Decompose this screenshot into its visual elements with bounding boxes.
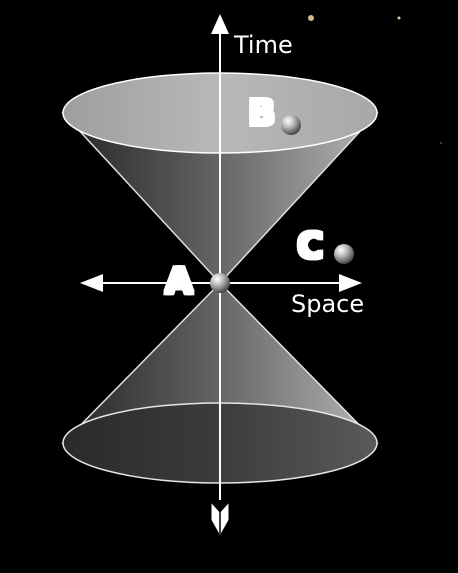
point-c-marker [334,244,354,264]
point-b-label: B [247,93,277,134]
star-icon [308,15,314,21]
space-right-arrowhead-icon [339,274,362,292]
star-icon [397,16,401,20]
star-icon [440,142,442,144]
time-arrowhead-icon [211,14,229,34]
point-c-label: C [296,226,325,267]
time-axis [210,14,230,538]
space-axis-label: Space [291,290,365,318]
point-b-marker [281,115,301,135]
time-axis-label: Time [234,31,293,59]
space-left-arrowhead-icon [80,274,103,292]
point-a-marker [210,273,230,293]
point-a-label: A [164,261,194,302]
